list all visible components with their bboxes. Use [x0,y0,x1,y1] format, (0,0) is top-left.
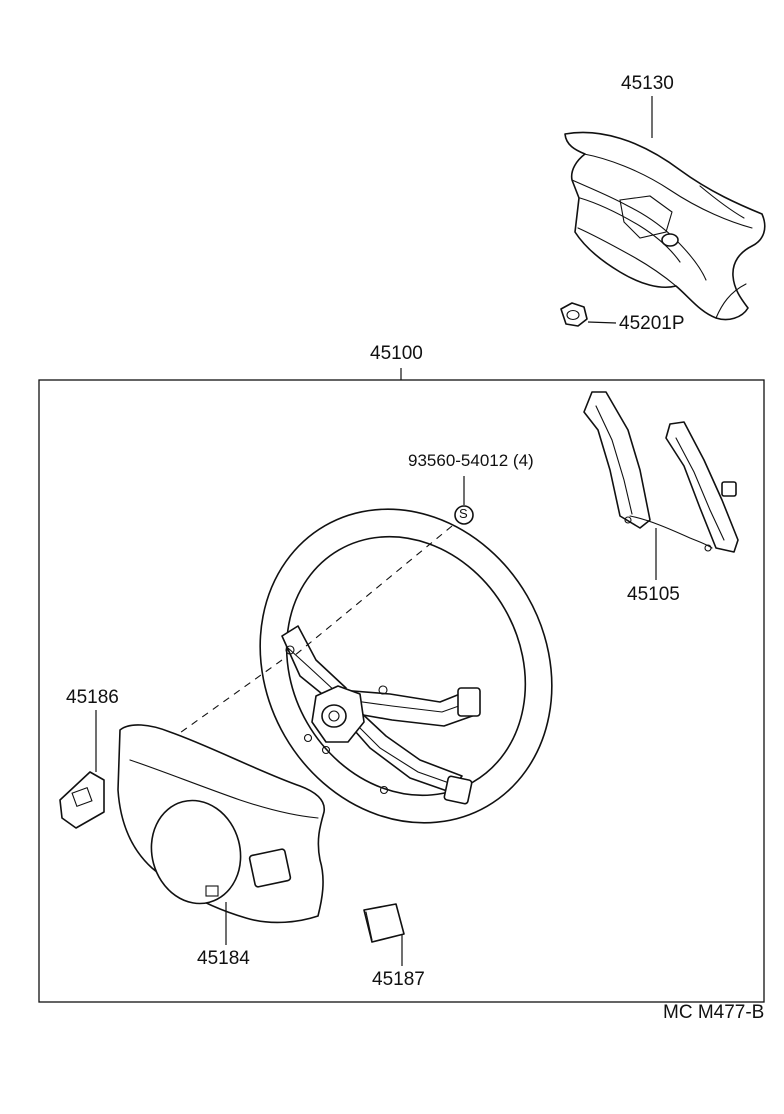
ornament [363,903,405,943]
callout-45130: 45130 [621,73,674,94]
steering-switch [583,391,739,553]
cover-clip [59,771,105,829]
figure-code: MC M477-B [663,1002,765,1023]
screw-symbol-circle [454,505,474,525]
leader-45201p [587,321,617,324]
callout-45184: 45184 [197,948,250,969]
cover-guide-line [169,659,283,741]
screw-guide-line [293,525,453,657]
steering-wheel [259,508,553,824]
pad-nut [560,302,588,327]
callout-45100: 45100 [370,343,423,364]
callout-45187: 45187 [372,969,425,990]
callout-45105: 45105 [627,584,680,605]
screw-symbol-letter: S [459,506,468,521]
callout-93560: 93560-54012 (4) [408,451,534,470]
lower-cover [117,724,325,924]
horn-pad-cover [564,131,766,321]
callout-45186: 45186 [66,687,119,708]
callout-45201p: 45201P [619,313,685,334]
